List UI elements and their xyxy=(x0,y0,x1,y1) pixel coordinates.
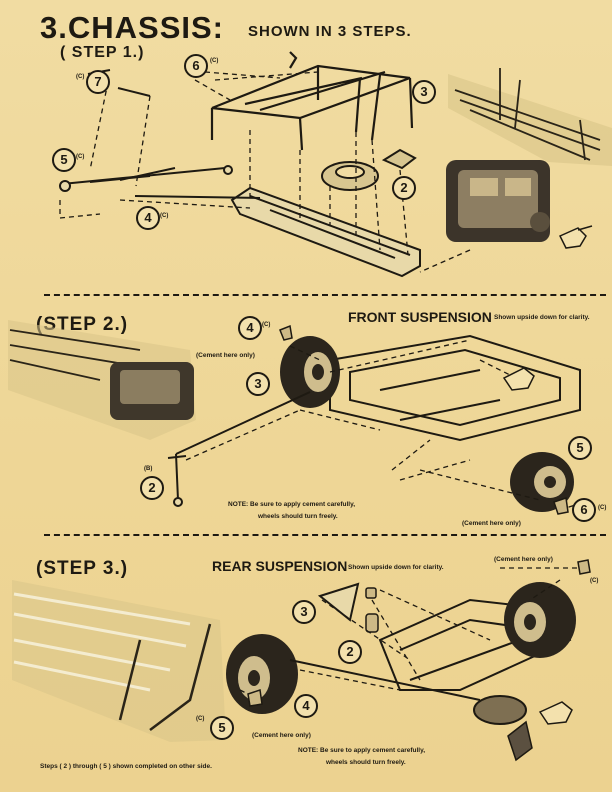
differential-part xyxy=(321,148,417,191)
step1-label: ( STEP 1.) xyxy=(60,44,145,61)
callout-6: 6 xyxy=(184,54,208,78)
tie-rod-part xyxy=(167,391,311,507)
front-frame-part xyxy=(329,334,581,442)
front-tire-left xyxy=(280,336,340,408)
step2-note-line1: NOTE: Be sure to apply cement carefully, xyxy=(228,501,356,508)
pointing-hand-icon xyxy=(538,701,573,725)
callout-7: 7 xyxy=(86,70,110,94)
step3-note-line2: wheels should turn freely. xyxy=(326,759,406,766)
step3-label: (STEP 3.) xyxy=(36,558,129,579)
c-tag: (C) xyxy=(160,213,169,219)
callout-3: 3 xyxy=(292,600,316,624)
callout-6: 6 xyxy=(572,498,596,522)
cone-part xyxy=(247,559,591,707)
rear-tire-right xyxy=(504,582,576,658)
callout-5: 5 xyxy=(52,148,76,172)
c-tag: (C) xyxy=(76,74,85,80)
rear-suspension-note: Shown upside down for clarity. xyxy=(348,564,444,571)
cement-note-bottom: (Cement here only) xyxy=(252,732,311,739)
cement-note-right: (Cement here only) xyxy=(462,520,521,527)
callout-2: 2 xyxy=(392,176,416,200)
c-tag: (C) xyxy=(196,716,205,722)
c-tag: (C) xyxy=(262,322,271,328)
footer-note: Steps ( 2 ) through ( 5 ) shown complete… xyxy=(40,763,212,770)
cement-note-top: (Cement here only) xyxy=(494,556,553,563)
front-axle-part xyxy=(59,69,261,199)
callout-3: 3 xyxy=(412,80,436,104)
callout-5: 5 xyxy=(568,436,592,460)
c-tag: (C) xyxy=(598,505,607,511)
front-suspension-note: Shown upside down for clarity. xyxy=(494,314,590,321)
callout-4: 4 xyxy=(136,206,160,230)
rear-differential-part xyxy=(289,659,527,725)
callout-4: 4 xyxy=(294,694,318,718)
c-tag: (C) xyxy=(590,578,599,584)
front-assembly-photo xyxy=(8,320,196,440)
bracket-part xyxy=(507,720,533,762)
roll-cage-part xyxy=(210,51,414,151)
cone-part xyxy=(279,324,569,515)
chassis-subtitle: SHOWN IN 3 STEPS. xyxy=(248,23,412,40)
b-tag: (B) xyxy=(144,466,153,472)
section-divider xyxy=(44,294,606,296)
c-tag: (C) xyxy=(76,154,85,160)
callout-2: 2 xyxy=(338,640,362,664)
spring-part xyxy=(365,587,379,633)
pointing-hand-icon xyxy=(502,367,535,391)
cement-note-left: (Cement here only) xyxy=(196,352,255,359)
callout-4: 4 xyxy=(238,316,262,340)
callout-2: 2 xyxy=(140,476,164,500)
pointing-hand-icon xyxy=(558,225,593,249)
engine-photo xyxy=(446,160,550,242)
rear-suspension-title: REAR SUSPENSION xyxy=(212,558,348,574)
section-divider xyxy=(44,534,606,536)
callout-5: 5 xyxy=(210,716,234,740)
assembly-guide-lines xyxy=(59,71,471,273)
chassis-title: 3.CHASSIS: xyxy=(40,10,224,45)
rear-tire-left xyxy=(226,634,298,714)
callout-3: 3 xyxy=(246,372,270,396)
step3-note-line1: NOTE: Be sure to apply cement carefully, xyxy=(298,747,426,754)
rear-assembly-photo xyxy=(12,580,226,742)
step2-note-line2: wheels should turn freely. xyxy=(258,513,338,520)
front-suspension-title: FRONT SUSPENSION xyxy=(348,309,492,325)
c-tag: (C) xyxy=(210,58,219,64)
assembled-chassis-photo xyxy=(448,68,612,166)
